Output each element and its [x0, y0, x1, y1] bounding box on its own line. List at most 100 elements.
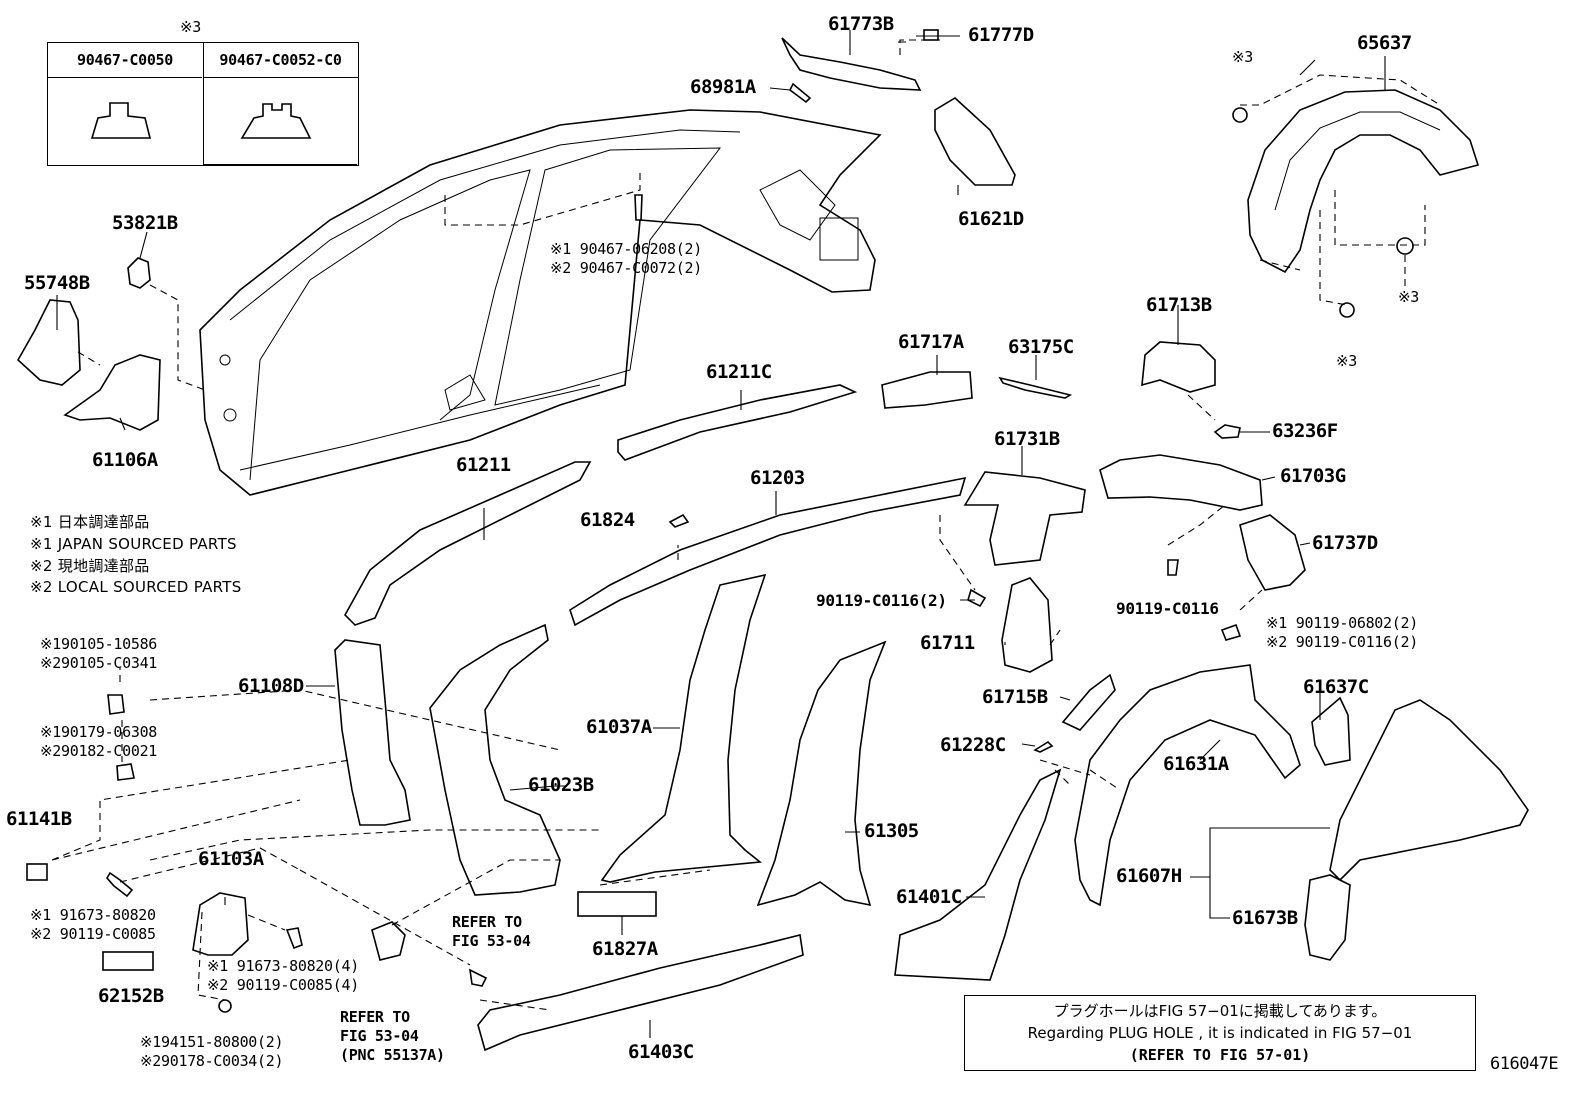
- plug-hole-jp: プラグホールはFIG 57−01に掲載してあります。: [1053, 1002, 1387, 1020]
- clip-icon-c0050: [90, 102, 152, 139]
- label-61106A[interactable]: 61106A: [92, 449, 158, 471]
- callout-line: ※1 90467-06208(2): [550, 240, 702, 258]
- part-61731B: [963, 471, 1086, 566]
- part-61211: [344, 461, 592, 626]
- label-61621D[interactable]: 61621D: [958, 208, 1024, 230]
- bolt-icon-a: [106, 871, 134, 898]
- label-61037A[interactable]: 61037A: [586, 716, 652, 738]
- clip-table: 90467-C0050 90467-C0052-C0: [47, 42, 359, 166]
- label-68981A[interactable]: 68981A: [690, 76, 756, 98]
- label-61305[interactable]: 61305: [864, 820, 919, 842]
- bolt-icon-c: [468, 968, 488, 987]
- label-61731B[interactable]: 61731B: [994, 428, 1060, 450]
- callout-bolt-a: ※1 91673-80820 ※2 90119-C0085: [30, 906, 156, 944]
- label-55748B[interactable]: 55748B: [24, 272, 90, 294]
- label-61777D[interactable]: 61777D: [968, 24, 1034, 46]
- note-line: ※2 LOCAL SOURCED PARTS: [30, 578, 242, 597]
- part-61103A: [192, 892, 249, 956]
- label-61211[interactable]: 61211: [456, 454, 511, 476]
- callout-line: REFER TO: [452, 913, 522, 931]
- label-61703G[interactable]: 61703G: [1280, 465, 1346, 487]
- callout-line: ※2 90119-C0085: [30, 924, 156, 943]
- dashed-lines: [51, 39, 1441, 1011]
- callout-line: FIG 53-04: [452, 931, 531, 950]
- part-61631A: [1074, 664, 1301, 907]
- label-61607H[interactable]: 61607H: [1116, 865, 1182, 887]
- label-61713B[interactable]: 61713B: [1146, 294, 1212, 316]
- clip-3a: [1232, 107, 1248, 123]
- clip-table-note-mark: ※3: [180, 18, 201, 36]
- label-61637C[interactable]: 61637C: [1303, 676, 1369, 698]
- part-62152B: [102, 951, 154, 971]
- label-53821B[interactable]: 53821B: [112, 212, 178, 234]
- callout-bolt-b: ※1 91673-80820(4) ※2 90119-C0085(4): [207, 957, 359, 995]
- mark-3-bottom: ※3: [1336, 352, 1357, 370]
- label-61827A[interactable]: 61827A: [592, 938, 658, 960]
- callout-clip-b: ※190179-06308 ※290182-C0021: [40, 723, 157, 761]
- label-61773B[interactable]: 61773B: [828, 13, 894, 35]
- label-61228C[interactable]: 61228C: [940, 734, 1006, 756]
- callout-line: ※194151-80800(2): [140, 1033, 284, 1051]
- part-63175C: [998, 376, 1073, 399]
- callout-line: ※1 91673-80820(4): [207, 957, 359, 975]
- part-61108D: [334, 639, 411, 826]
- part-55748B: [16, 299, 81, 386]
- part-61777D: [923, 29, 939, 41]
- clip-icon-b: [116, 763, 135, 781]
- mark-3-right: ※3: [1398, 288, 1419, 306]
- part-55137A: [371, 921, 406, 961]
- callout-line: ※290105-C0341: [40, 653, 158, 672]
- label-63236F[interactable]: 63236F: [1272, 420, 1338, 442]
- part-61621D: [934, 97, 1016, 186]
- part-61703G: [1099, 454, 1263, 511]
- callout-clip-a: ※190105-10586 ※290105-C0341: [40, 635, 157, 673]
- clip-table-col1: 90467-C0050: [48, 43, 202, 78]
- bolt-icon-d: [967, 588, 987, 608]
- label-61737D[interactable]: 61737D: [1312, 532, 1378, 554]
- label-61023B[interactable]: 61023B: [528, 774, 594, 796]
- label-61103A[interactable]: 61103A: [198, 848, 264, 870]
- label-61203[interactable]: 61203: [750, 467, 805, 489]
- label-90119-C0116-2[interactable]: 90119-C0116(2): [816, 591, 947, 610]
- label-90119-C0116[interactable]: 90119-C0116: [1116, 599, 1219, 618]
- clip-table-col2-text: 90467-C0052-C0: [203, 43, 358, 78]
- label-61141B[interactable]: 61141B: [6, 808, 72, 830]
- callout-refer-b[interactable]: REFER TO FIG 53-04 (PNC 55137A): [340, 1008, 445, 1064]
- callout-line: ※190179-06308: [40, 723, 158, 741]
- part-61637C: [1311, 696, 1351, 766]
- label-61824[interactable]: 61824: [580, 509, 635, 531]
- callout-line: ※290182-C0021: [40, 741, 158, 760]
- part-61773B: [781, 37, 922, 91]
- callout-refer-a[interactable]: REFER TO FIG 53-04: [452, 913, 531, 951]
- part-61023B: [429, 623, 561, 896]
- part-61106A: [63, 354, 161, 431]
- callout-line: ※2 90119-C0116(2): [1266, 632, 1418, 651]
- label-62152B[interactable]: 62152B: [98, 985, 164, 1007]
- label-61717A[interactable]: 61717A: [898, 331, 964, 353]
- label-61715B[interactable]: 61715B: [982, 686, 1048, 708]
- callout-line: ※290178-C0034(2): [140, 1051, 284, 1070]
- bolt-icon-e: [1167, 559, 1179, 576]
- label-65637[interactable]: 65637: [1357, 32, 1412, 54]
- callout-rear-bolt: ※1 90119-06802(2) ※2 90119-C0116(2): [1266, 614, 1418, 652]
- part-68981A: [788, 82, 812, 104]
- clip-3b: [1396, 237, 1414, 255]
- callout-line: FIG 53-04: [340, 1026, 419, 1045]
- label-61631A[interactable]: 61631A: [1163, 753, 1229, 775]
- figure-id: 616047E: [1490, 1054, 1559, 1074]
- label-61108D[interactable]: 61108D: [238, 675, 304, 697]
- plug-hole-en: Regarding PLUG HOLE , it is indicated in…: [1027, 1024, 1413, 1042]
- label-61401C[interactable]: 61401C: [896, 886, 962, 908]
- note-line: ※1 JAPAN SOURCED PARTS: [30, 534, 237, 553]
- label-61403C[interactable]: 61403C: [628, 1041, 694, 1063]
- label-61673B[interactable]: 61673B: [1232, 907, 1298, 929]
- label-61211C[interactable]: 61211C: [706, 361, 772, 383]
- part-53821B: [127, 257, 151, 289]
- note-line: ※2 現地調達部品: [30, 556, 150, 575]
- bolt-icon-b: [285, 927, 303, 950]
- label-63175C[interactable]: 63175C: [1008, 336, 1074, 358]
- callout-roof-bolt: ※1 90467-06208(2) ※2 90467-C0072(2): [550, 240, 702, 278]
- label-61711[interactable]: 61711: [920, 632, 975, 654]
- part-61713B: [1141, 341, 1216, 393]
